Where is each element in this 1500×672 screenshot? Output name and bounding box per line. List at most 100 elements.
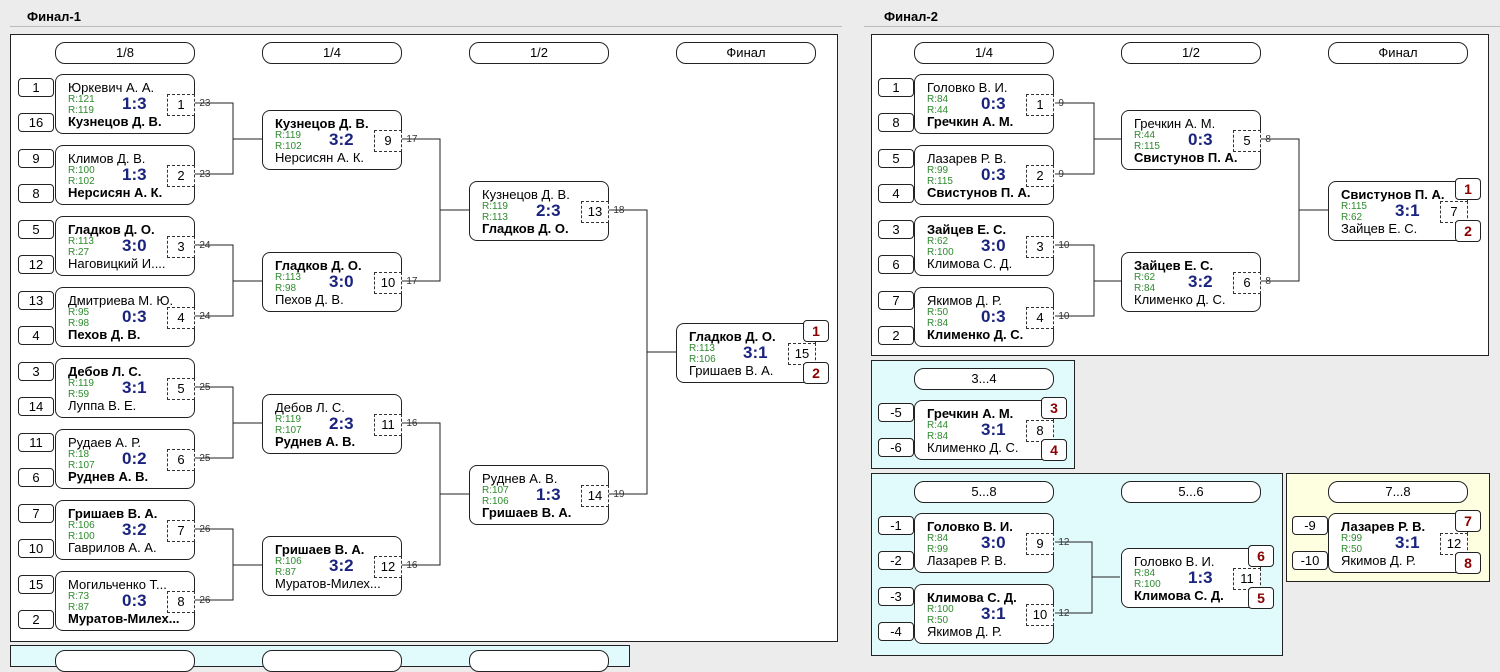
seed-box: 5: [878, 149, 914, 168]
seed-box: 4: [878, 184, 914, 203]
match-diff-label: -26: [196, 595, 211, 606]
match-number: 6: [1233, 272, 1261, 294]
match-score: 0:2: [122, 449, 147, 468]
match-diff-label: -17: [403, 134, 418, 145]
player-two-name: Свистунов П. А.: [1134, 150, 1238, 165]
player-one-rating: R:62: [1134, 272, 1156, 283]
third-place-header: 3...4: [914, 368, 1054, 390]
place-badge: 1: [1455, 178, 1481, 200]
player-one-name: Якимов Д. Р.: [927, 293, 1002, 308]
round-header-1-2: 1/2: [469, 42, 609, 64]
match-score: 0:3: [1188, 130, 1213, 149]
seed-box: 5: [18, 220, 54, 239]
seed-box: 4: [18, 326, 54, 345]
player-two-rating: R:100: [68, 531, 95, 542]
player-one-name: Головко В. И.: [1134, 554, 1215, 569]
match-number: 2: [1026, 165, 1054, 187]
match-diff-label: -25: [196, 382, 211, 393]
seed-box: 12: [18, 255, 54, 274]
seed-box: -9: [1292, 516, 1328, 535]
match-score: 0:3: [981, 94, 1006, 113]
match-number: 6: [167, 449, 195, 471]
match-score: 1:3: [122, 94, 147, 113]
player-two-name: Климова С. Д.: [927, 256, 1013, 271]
player-one-rating: R:84: [927, 533, 949, 544]
seed-box: 7: [878, 291, 914, 310]
player-one-name: Гладков Д. О.: [275, 258, 362, 273]
player-one-name: Свистунов П. А.: [1341, 187, 1445, 202]
player-one-rating: R:100: [927, 604, 954, 615]
player-two-rating: R:50: [927, 615, 949, 626]
match-diff-label: -23: [196, 98, 211, 109]
player-two-name: Зайцев Е. С.: [1341, 221, 1418, 236]
player-one-rating: R:50: [927, 307, 949, 318]
match-diff-label: -8: [1262, 276, 1271, 287]
player-one-name: Головко В. И.: [927, 80, 1008, 95]
seed-box: 6: [18, 468, 54, 487]
match-score: 0:3: [981, 165, 1006, 184]
player-two-name: Гришаев В. А.: [689, 363, 774, 378]
player-two-rating: R:102: [68, 176, 95, 187]
player-two-rating: R:106: [482, 496, 509, 507]
seed-box: 2: [18, 610, 54, 629]
player-two-rating: R:100: [1134, 579, 1161, 590]
player-one-name: Гришаев В. А.: [275, 542, 365, 557]
match-diff-label: -9: [1055, 169, 1064, 180]
player-one-rating: R:106: [68, 520, 95, 531]
player-two-name: Клименко Д. С.: [927, 440, 1019, 455]
match-score: 3:2: [329, 130, 354, 149]
match-number: 8: [1026, 420, 1054, 442]
seed-box: 3: [878, 220, 914, 239]
match-diff-label: -16: [403, 560, 418, 571]
round-header-1-8: 1/8: [55, 42, 195, 64]
player-two-rating: R:119: [68, 105, 94, 116]
player-two-rating: R:115: [1134, 141, 1160, 152]
player-two-name: Якимов Д. Р.: [1341, 553, 1416, 568]
seed-box: 8: [18, 184, 54, 203]
player-two-rating: R:84: [1134, 283, 1156, 294]
match-score: 3:2: [329, 556, 354, 575]
match-number: 3: [167, 236, 195, 258]
match-number: 5: [167, 378, 195, 400]
match-score: 0:3: [981, 307, 1006, 326]
seed-box: -6: [878, 438, 914, 457]
next-section-header: [262, 650, 402, 672]
player-one-rating: R:113: [68, 236, 94, 247]
player-one-name: Юркевич А. А.: [68, 80, 155, 95]
player-two-rating: R:84: [927, 431, 949, 442]
seed-box: 16: [18, 113, 54, 132]
player-two-rating: R:87: [275, 567, 297, 578]
player-one-rating: R:106: [275, 556, 302, 567]
match-diff-label: -8: [1262, 134, 1271, 145]
player-one-rating: R:119: [275, 130, 301, 141]
f2-round-header-final: Финал: [1328, 42, 1468, 64]
match-score: 2:3: [536, 201, 561, 220]
